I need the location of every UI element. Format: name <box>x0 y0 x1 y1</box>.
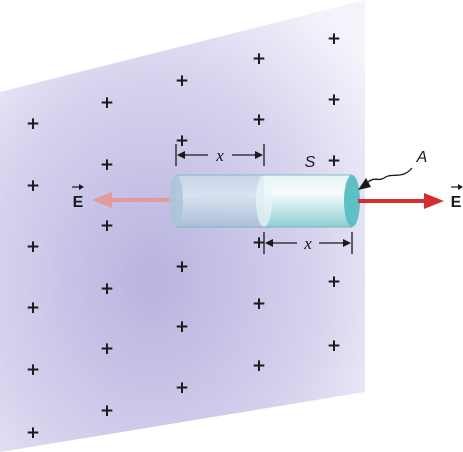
plus-charge: + <box>100 216 114 236</box>
plus-charge: + <box>26 237 40 257</box>
field-label-right-group: E <box>451 184 463 211</box>
field-arrow-left <box>92 192 178 208</box>
cylinder-end-face-a <box>344 175 360 227</box>
plus-charge: + <box>327 336 341 356</box>
gaussian-cylinder <box>169 174 360 228</box>
plus-charge: + <box>26 360 40 380</box>
plus-charge: + <box>100 401 114 421</box>
plus-charge: + <box>327 90 341 110</box>
plus-charge: + <box>175 257 189 277</box>
plus-charge: + <box>175 378 189 398</box>
plus-charge: + <box>327 272 341 292</box>
plus-charge: + <box>175 131 189 151</box>
plus-charge: + <box>327 151 341 171</box>
field-label-left-group: E <box>72 184 84 211</box>
length-label-bottom: x <box>303 234 312 253</box>
plus-charge: + <box>175 317 189 337</box>
area-label: A <box>416 149 428 166</box>
surface-label: S <box>305 154 316 171</box>
cylinder-back-end <box>169 175 183 227</box>
plus-charge: + <box>252 233 266 253</box>
plus-charge: + <box>100 93 114 113</box>
plus-charge: + <box>252 356 266 376</box>
plus-charge: + <box>252 294 266 314</box>
plus-charge: + <box>26 298 40 318</box>
plus-charge: + <box>100 339 114 359</box>
plus-charge: + <box>100 279 114 299</box>
plus-charge: + <box>26 423 40 443</box>
plus-charge: + <box>252 110 266 130</box>
plus-charge: + <box>26 114 40 134</box>
plus-charge: + <box>327 29 341 49</box>
length-dimension-top <box>175 144 265 166</box>
plus-charge: + <box>175 71 189 91</box>
field-label-left: E <box>73 194 84 211</box>
length-label-top: x <box>215 146 224 165</box>
area-pointer <box>358 167 413 190</box>
plus-charge: + <box>100 155 114 175</box>
field-arrow-right <box>358 193 444 209</box>
field-label-right: E <box>451 194 462 211</box>
plus-charge: + <box>252 49 266 69</box>
plus-charge: + <box>26 176 40 196</box>
length-dimension-bottom <box>263 232 353 254</box>
